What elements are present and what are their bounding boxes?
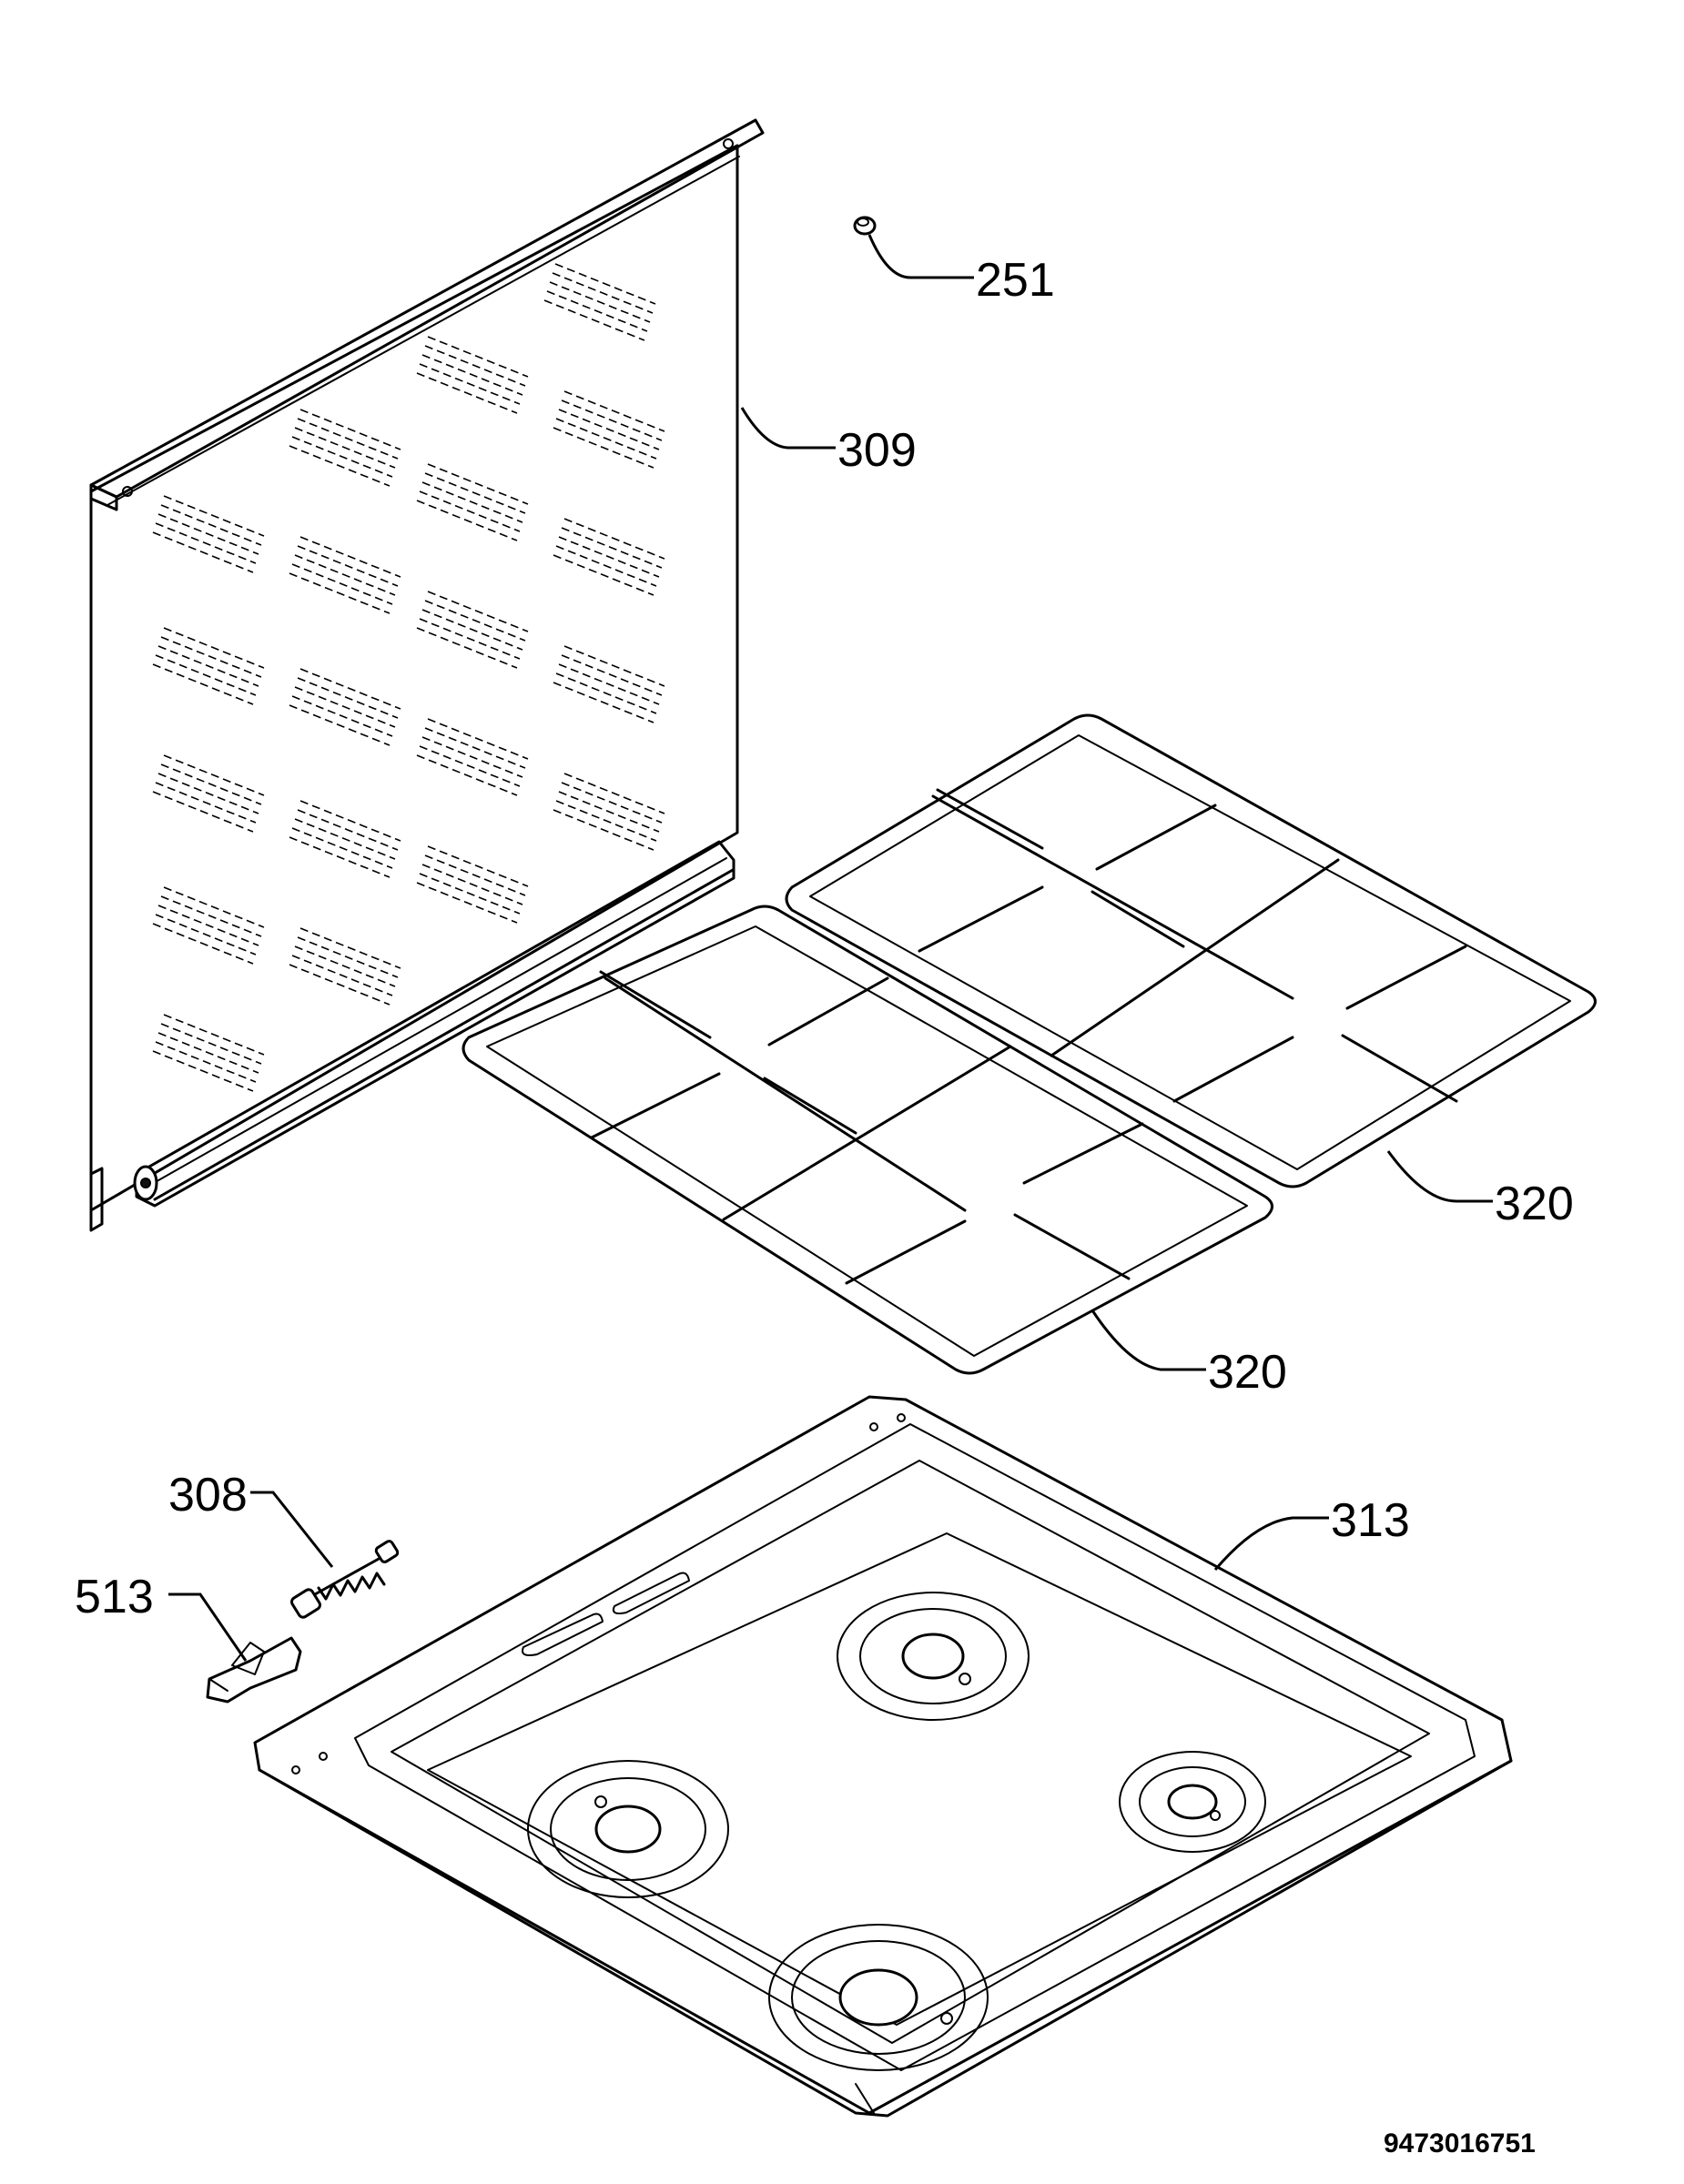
hinge-pin-drawing [290, 1540, 400, 1619]
document-number: 9473016751 [1384, 2128, 1536, 2159]
burner-right [1119, 1751, 1266, 1853]
cap-drawing [853, 216, 877, 236]
label-hinge-pin-308: 308 [168, 1469, 248, 1522]
label-cap-251: 251 [976, 254, 1055, 307]
burner-front [768, 1924, 989, 2071]
burner-left [527, 1760, 729, 1898]
burner-rear [837, 1592, 1030, 1721]
label-hinge-clip-513: 513 [75, 1571, 154, 1623]
label-pan-support-rear-320: 320 [1495, 1178, 1574, 1230]
glass-lid-drawing [89, 118, 765, 1232]
pan-support-front-drawing [462, 905, 1273, 1375]
hinge-clip-drawing [206, 1636, 302, 1704]
leader-lines [168, 234, 1493, 1662]
hob-top-drawing [253, 1395, 1513, 2118]
label-pan-support-front-320: 320 [1208, 1346, 1287, 1399]
pan-support-rear-drawing [785, 713, 1597, 1188]
label-glass-lid-309: 309 [837, 424, 917, 477]
label-hob-top-313: 313 [1331, 1494, 1410, 1547]
